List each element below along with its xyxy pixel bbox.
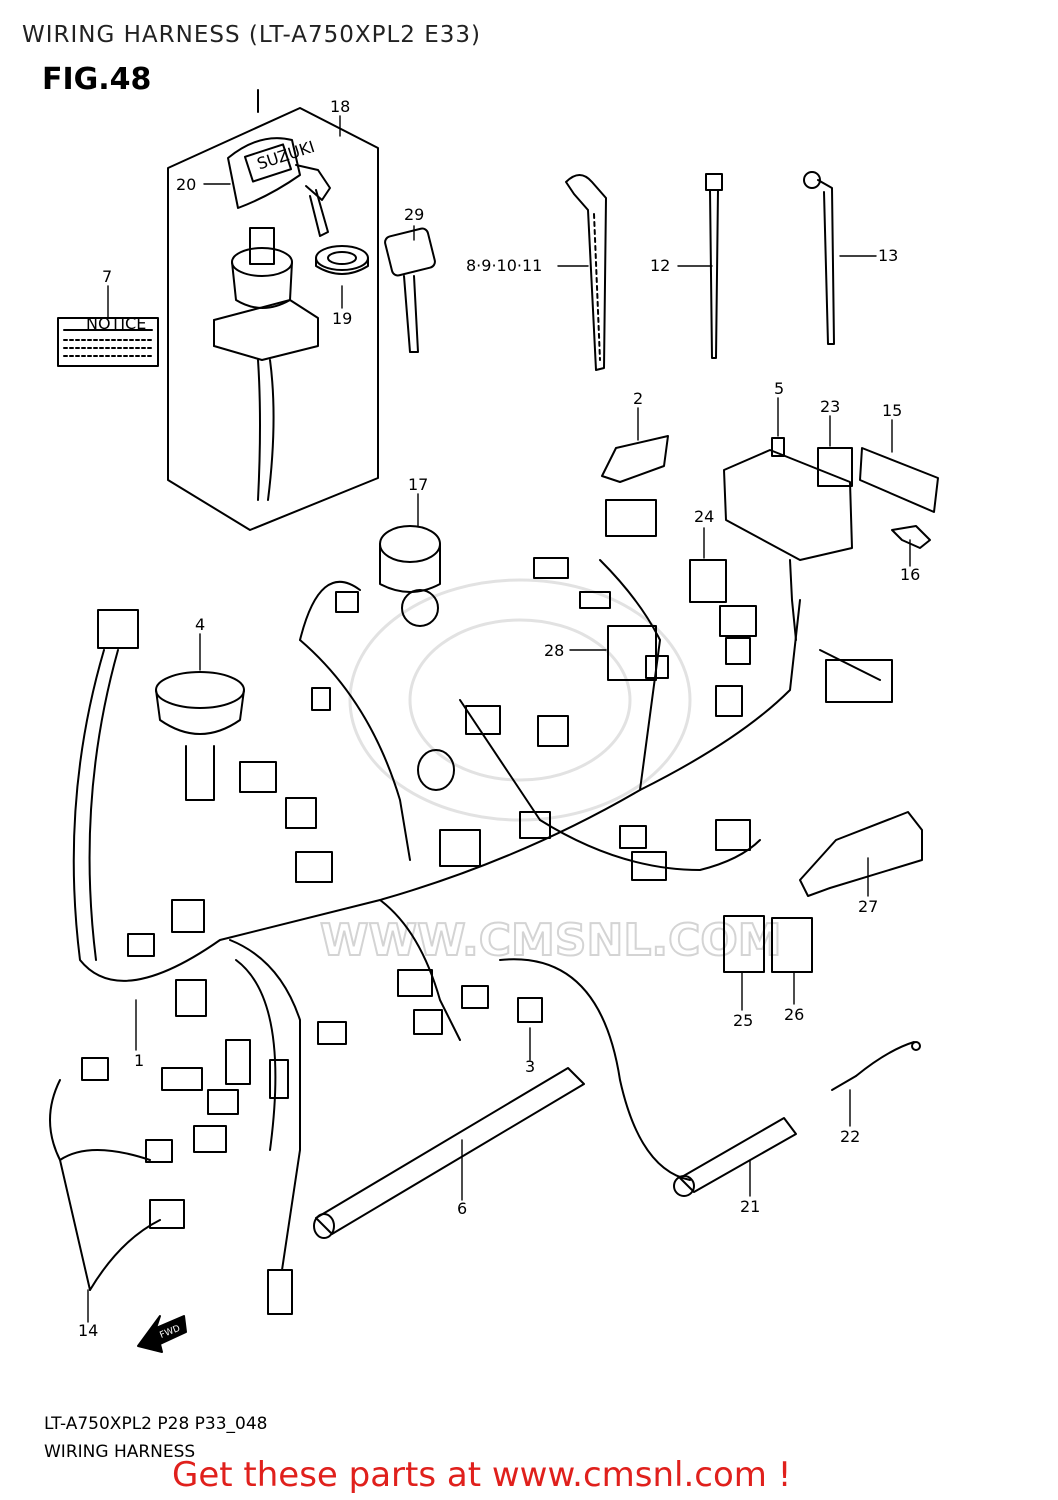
callout-2: 2 bbox=[633, 389, 643, 408]
spring bbox=[831, 1041, 921, 1091]
connector-cap bbox=[601, 435, 669, 483]
leader-lines bbox=[87, 115, 911, 1323]
callout-8-11: 8·9·10·11 bbox=[466, 256, 542, 275]
coupler bbox=[689, 559, 727, 603]
harness-plate bbox=[799, 811, 923, 897]
callout-26: 26 bbox=[784, 1005, 804, 1024]
callout-29: 29 bbox=[404, 205, 424, 224]
callout-5: 5 bbox=[774, 379, 784, 398]
callouts: 1 2 3 4 5 6 7 8·9·10·11 12 13 14 15 16 1… bbox=[78, 97, 920, 1340]
callout-21: 21 bbox=[740, 1197, 760, 1216]
callout-18: 18 bbox=[330, 97, 350, 116]
fuse-box-bracket bbox=[859, 447, 939, 513]
watermark: WWW.CMSNL.COM bbox=[319, 578, 783, 967]
corrugated-tube bbox=[313, 1067, 585, 1239]
callout-12: 12 bbox=[650, 256, 670, 275]
grommet bbox=[155, 671, 245, 801]
forward-arrow-icon bbox=[137, 1315, 187, 1353]
cable-tie bbox=[705, 173, 723, 359]
callout-28: 28 bbox=[544, 641, 564, 660]
ignition-switch bbox=[213, 227, 319, 501]
callout-15: 15 bbox=[882, 401, 902, 420]
harness-connectors bbox=[81, 499, 893, 1315]
cable-tie-clip bbox=[803, 171, 835, 345]
fuse-box bbox=[723, 449, 853, 641]
diagram-code: LT-A750XPL2 P28 P33_048 bbox=[44, 1414, 268, 1434]
callout-23: 23 bbox=[820, 397, 840, 416]
bracket-clamp bbox=[891, 525, 931, 549]
callout-22: 22 bbox=[840, 1127, 860, 1146]
spare-key bbox=[384, 227, 436, 353]
page-title: WIRING HARNESS (LT-A750XPL2 E33) bbox=[22, 22, 482, 48]
ignition-switch-box bbox=[167, 89, 379, 531]
callout-13: 13 bbox=[878, 246, 898, 265]
notice-text: NOTICE bbox=[86, 314, 146, 333]
callout-14: 14 bbox=[78, 1321, 98, 1340]
fuse bbox=[771, 437, 785, 457]
main-wiring-harness bbox=[49, 559, 881, 1291]
callout-25: 25 bbox=[733, 1011, 753, 1030]
figure-number: FIG.48 bbox=[42, 62, 152, 97]
rubber-cap bbox=[517, 997, 543, 1023]
power-socket bbox=[379, 525, 441, 627]
key-cap-part bbox=[227, 137, 331, 237]
terminal-cover-25 bbox=[723, 915, 765, 973]
callout-20: 20 bbox=[176, 175, 196, 194]
callout-24: 24 bbox=[694, 507, 714, 526]
callout-3: 3 bbox=[525, 1057, 535, 1076]
callout-17: 17 bbox=[408, 475, 428, 494]
callout-6: 6 bbox=[457, 1199, 467, 1218]
relay bbox=[817, 447, 853, 487]
promo-link[interactable]: Get these parts at www.cmsnl.com ! bbox=[172, 1455, 792, 1495]
harness-clamp bbox=[565, 174, 607, 371]
callout-7: 7 bbox=[102, 267, 112, 286]
callout-16: 16 bbox=[900, 565, 920, 584]
footer-caption: WIRING HARNESS bbox=[44, 1442, 196, 1462]
oxygen-sensor bbox=[673, 1117, 797, 1197]
lock-nut bbox=[315, 245, 369, 275]
watermark-text: WWW.CMSNL.COM bbox=[320, 915, 782, 966]
callout-27: 27 bbox=[858, 897, 878, 916]
callout-4: 4 bbox=[195, 615, 205, 634]
callout-19: 19 bbox=[332, 309, 352, 328]
terminal-cover-26 bbox=[771, 917, 813, 973]
callout-1: 1 bbox=[134, 1051, 144, 1070]
